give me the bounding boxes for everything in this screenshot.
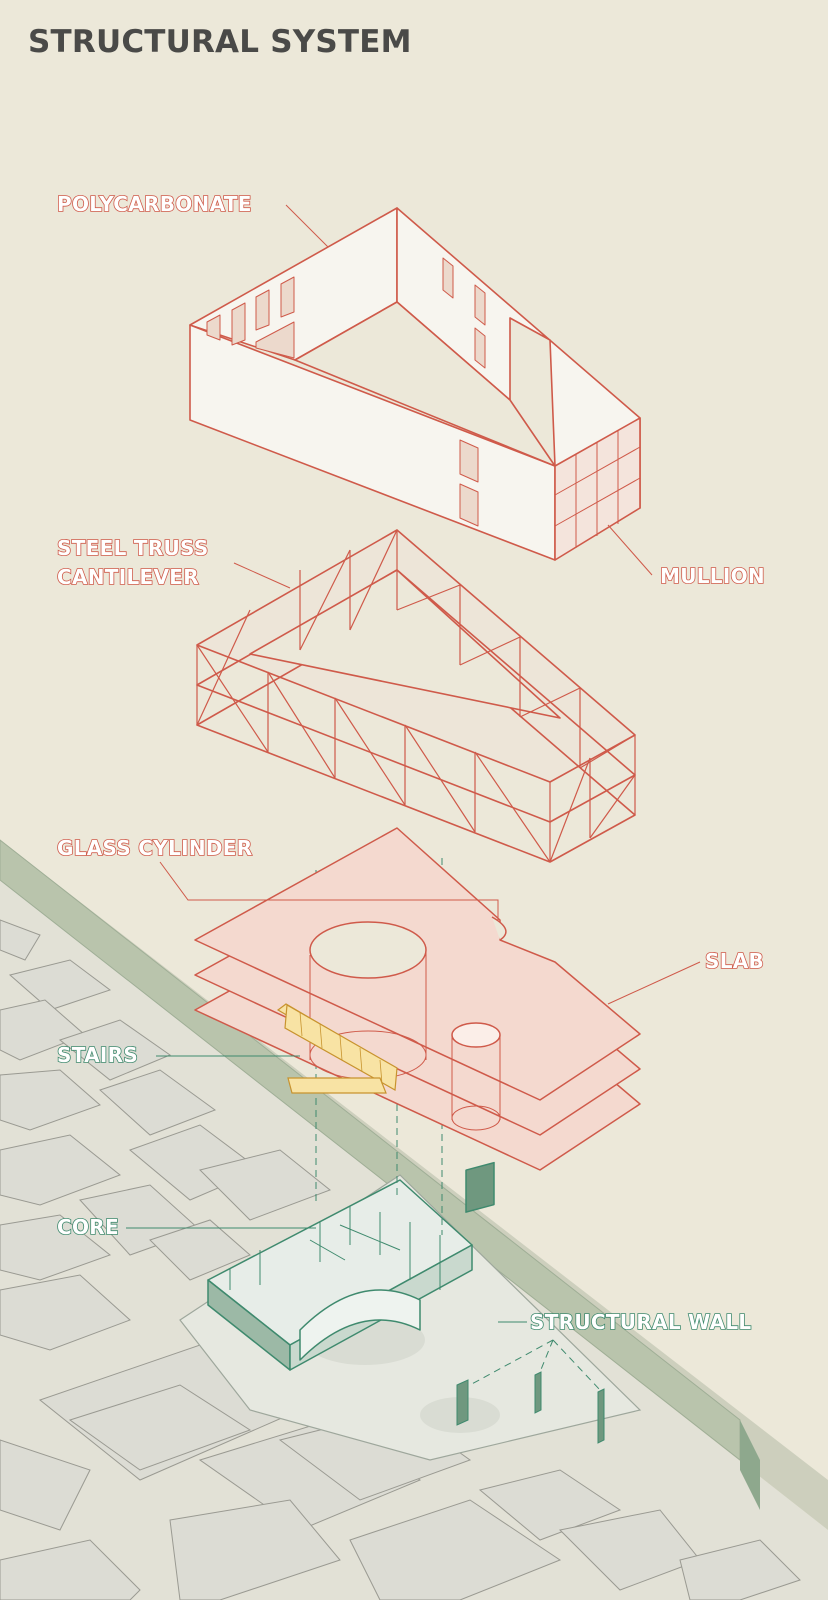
core-module bbox=[207, 1161, 495, 1371]
label-glass-cylinder: GLASS CYLINDER bbox=[56, 835, 253, 861]
polycarbonate-envelope bbox=[189, 207, 641, 561]
stairs-element bbox=[276, 1003, 398, 1094]
label-stairs: STAIRS bbox=[56, 1042, 139, 1068]
leader-mullion bbox=[607, 524, 653, 576]
label-slab: SLAB bbox=[704, 948, 765, 974]
label-structural-wall: STRUCTURAL WALL bbox=[529, 1309, 752, 1335]
slab-stack bbox=[194, 827, 641, 1171]
atrium-opening bbox=[309, 921, 427, 979]
glass-cylinder-top bbox=[451, 1022, 501, 1048]
steel-truss-frame bbox=[196, 529, 636, 863]
page-title: STRUCTURAL SYSTEM bbox=[28, 24, 412, 60]
label-mullion: MULLION bbox=[659, 563, 765, 589]
truss-posts bbox=[196, 530, 636, 862]
structural-wall-piers bbox=[456, 1371, 605, 1444]
label-polycarbonate: POLYCARBONATE bbox=[56, 191, 252, 217]
label-core: CORE bbox=[56, 1214, 119, 1240]
leader-steel-truss bbox=[233, 562, 291, 589]
leader-polycarbonate bbox=[285, 204, 329, 248]
envelope-windows bbox=[206, 257, 486, 527]
city-blocks bbox=[0, 919, 801, 1600]
leader-lines bbox=[126, 204, 701, 1323]
leader-slab bbox=[607, 961, 701, 1005]
mullion-grid bbox=[554, 430, 641, 548]
leader-glass-cylinder bbox=[159, 861, 499, 920]
truss-diagonals bbox=[196, 529, 636, 863]
label-steel-truss: STEEL TRUSS CANTILEVER bbox=[56, 535, 209, 590]
